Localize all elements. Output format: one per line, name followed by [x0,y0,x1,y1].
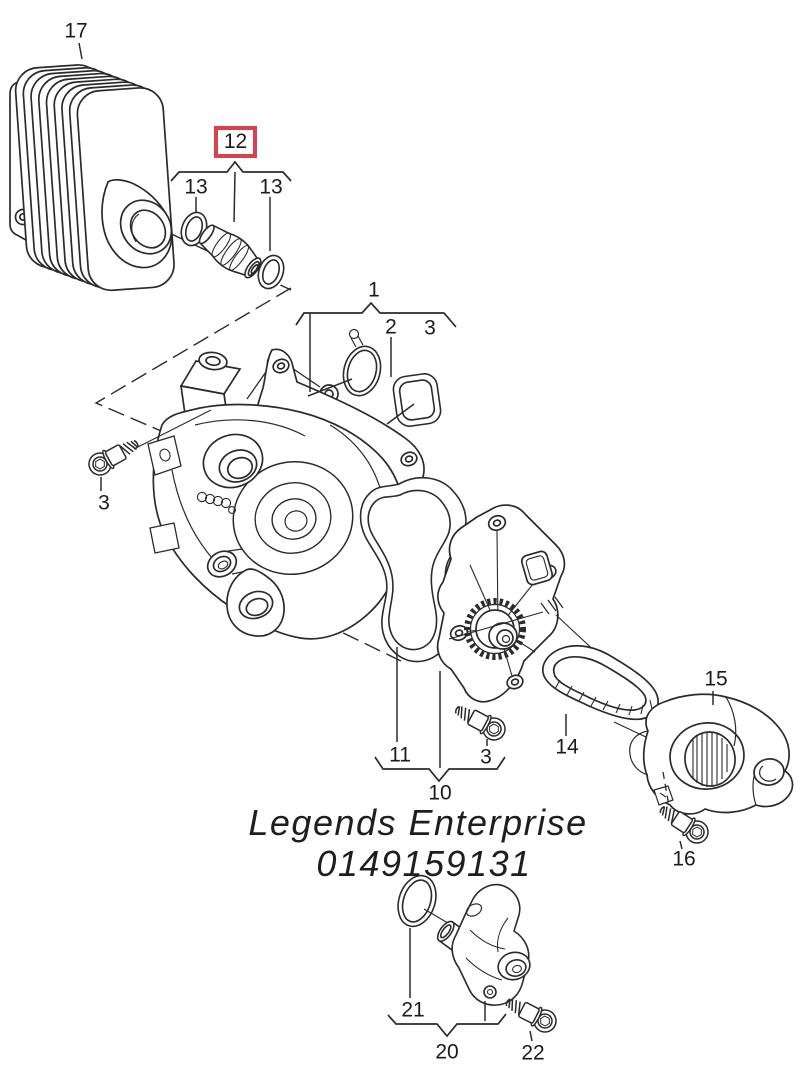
callout-2[interactable]: 2 [385,315,397,339]
callout-10[interactable]: 10 [428,781,452,805]
callout-21[interactable]: 21 [401,998,425,1022]
callout-13-right[interactable]: 13 [259,175,283,199]
callout-3-left[interactable]: 3 [98,491,110,515]
seal-ring-drawing [342,328,382,397]
callout-13-left[interactable]: 13 [184,175,208,199]
thermostat-flange-drawing [397,874,531,1006]
callout-11[interactable]: 11 [389,743,411,767]
watermark-line1: Legends Enterprise [248,802,588,843]
callout-14[interactable]: 14 [555,735,579,759]
water-pump-drawing [147,348,425,640]
connector-pipe-drawing [198,224,262,279]
oil-cooler-drawing [9,64,175,292]
cover-housing-drawing [613,693,794,815]
callout-3-bottom[interactable]: 3 [480,745,492,769]
callout-12: 12 [223,130,248,153]
watermark-line2: 0149159131 [316,843,532,884]
rear-pump-unit-drawing [436,504,629,703]
screws-drawing [84,409,713,1037]
oring-right-drawing [257,254,285,290]
callout-leader-lines [78,42,714,1042]
highlighted-callout-12-box[interactable]: 12 [214,126,257,158]
audi-rings-logo [196,491,236,514]
callout-15[interactable]: 15 [704,667,728,691]
callout-3-top[interactable]: 3 [424,316,436,340]
callout-22[interactable]: 22 [521,1041,545,1065]
drive-belt-drawing [541,645,659,721]
callout-16[interactable]: 16 [672,847,696,871]
callout-17[interactable]: 17 [64,19,88,43]
square-gasket-drawing [392,373,442,427]
oring-21-drawing [397,874,437,928]
callout-20[interactable]: 20 [435,1040,459,1064]
callout-1[interactable]: 1 [368,278,380,302]
